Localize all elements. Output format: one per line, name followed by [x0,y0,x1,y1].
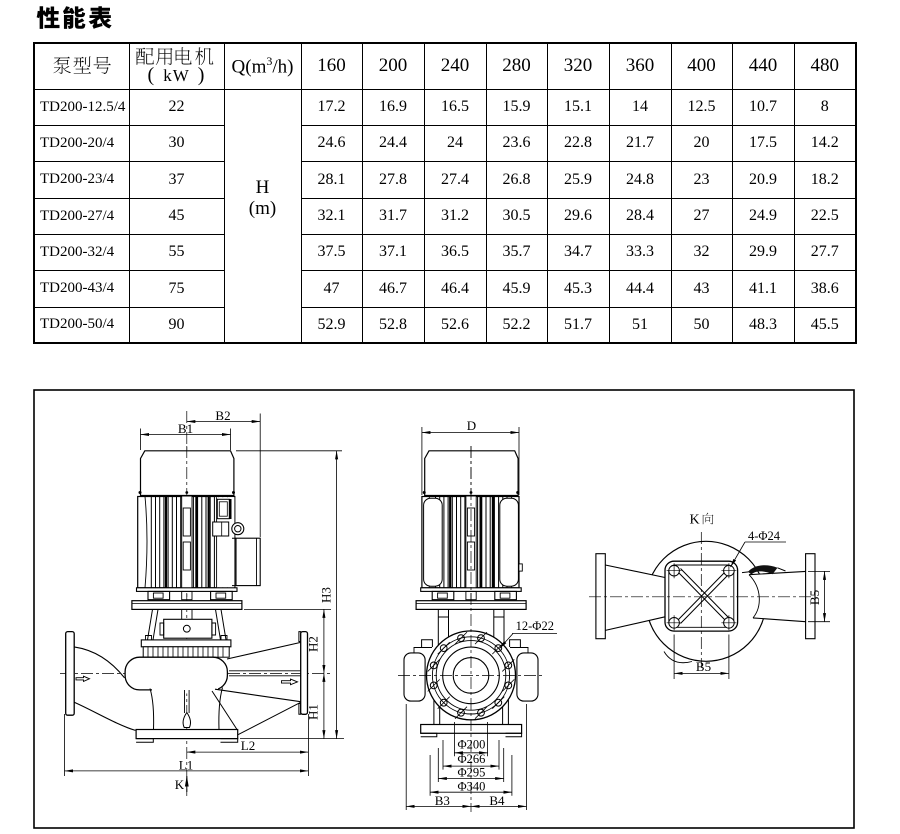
svg-text:B5: B5 [696,659,711,674]
svg-text:L2: L2 [241,738,255,753]
svg-text:B2: B2 [215,408,230,423]
svg-text:12-Φ22: 12-Φ22 [516,619,554,633]
svg-text:Φ200: Φ200 [458,738,486,752]
svg-text:B4: B4 [489,793,505,808]
svg-text:4-Φ24: 4-Φ24 [748,529,781,543]
svg-text:H3: H3 [319,587,334,603]
svg-text:L1: L1 [179,758,193,773]
svg-text:K: K [175,777,185,792]
svg-text:H2: H2 [306,636,321,652]
svg-text:B3: B3 [435,793,450,808]
svg-text:B5: B5 [807,590,822,605]
svg-text:Φ266: Φ266 [458,752,486,766]
svg-text:Φ340: Φ340 [458,779,486,793]
svg-text:D: D [467,418,476,433]
svg-text:B1: B1 [178,421,193,436]
svg-text:H1: H1 [306,704,321,720]
svg-text:K: K [689,513,699,528]
svg-text:Φ295: Φ295 [458,765,486,779]
